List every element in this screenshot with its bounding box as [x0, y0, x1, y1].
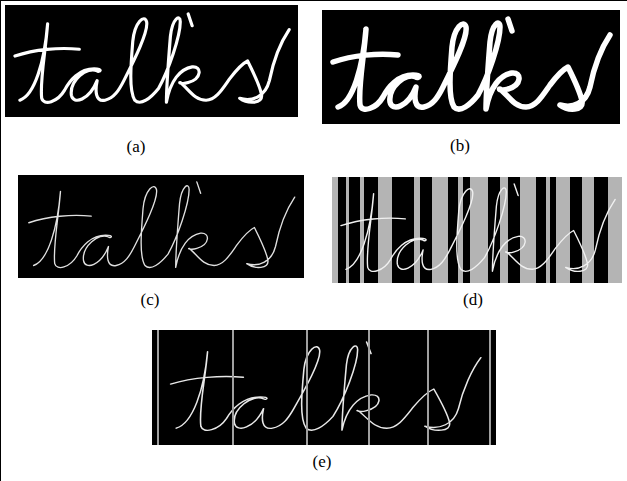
- handwritten-word: [333, 19, 610, 109]
- frame-line: [0, 0, 627, 1]
- panel-label: (d): [463, 290, 483, 310]
- image-panel: [5, 5, 298, 117]
- frame-line: [0, 0, 1, 481]
- image-panel: [332, 177, 622, 283]
- image-panel: [18, 175, 304, 278]
- panel-label: (c): [141, 290, 160, 310]
- skeleton-word: [341, 184, 615, 271]
- panel-label: (b): [450, 136, 470, 156]
- segment-lines: [158, 330, 490, 445]
- panel-label: (e): [313, 452, 332, 472]
- panel-label: (a): [127, 137, 146, 157]
- image-panel: [322, 10, 620, 124]
- image-panel: [152, 330, 496, 445]
- handwritten-word: [15, 14, 289, 102]
- segmentation-bands: [332, 177, 622, 283]
- skeleton-word: [171, 342, 481, 430]
- skeleton-word: [29, 182, 295, 268]
